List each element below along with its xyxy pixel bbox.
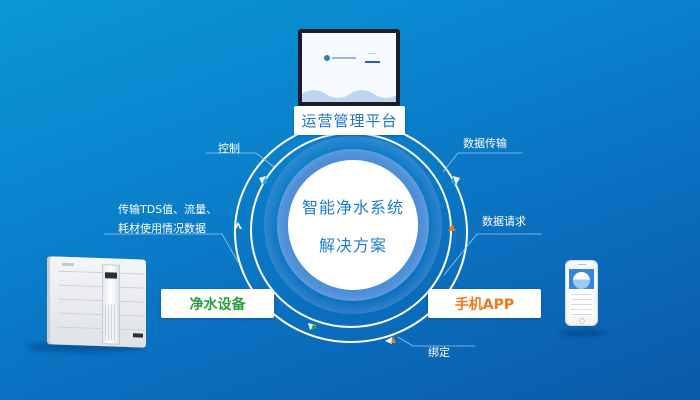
leader-request <box>443 233 542 276</box>
center-title-line2: 解决方案 <box>318 236 387 255</box>
app-list-row <box>571 304 592 305</box>
platform-brand-bar <box>332 57 356 59</box>
purifier-stripe <box>58 326 144 331</box>
node-mobile-app-label: 手机APP <box>454 296 515 313</box>
wave-decoration <box>302 90 396 102</box>
purifier-badge-icon <box>133 333 143 338</box>
node-mobile-app: 手机APP <box>428 289 541 318</box>
phone-speaker-icon <box>578 264 586 265</box>
arrow-tds-icon <box>234 222 242 229</box>
monitor-bezel <box>298 29 400 107</box>
node-water-purifier-label: 净水设备 <box>189 296 246 313</box>
purifier-stripe <box>58 284 144 289</box>
leader-tds <box>104 233 239 263</box>
leader-bind <box>397 336 475 347</box>
monitor-screen <box>302 33 396 102</box>
purifier-grille <box>105 304 117 341</box>
water-gauge-icon <box>573 272 590 289</box>
platform-logo-icon <box>324 55 330 61</box>
purifier-stripe <box>58 312 144 317</box>
annotation-bind: 绑定 <box>428 346 450 359</box>
node-operations-platform-label: 运营管理平台 <box>301 112 398 130</box>
center-title-line1: 智能净水系统 <box>301 198 404 217</box>
arrow-transfer-icon <box>451 176 460 185</box>
purifier-brand-icon <box>62 262 74 267</box>
arrow-control-icon <box>259 176 267 184</box>
arrow-request-icon <box>448 224 456 231</box>
login-button-bar <box>365 61 380 63</box>
node-water-purifier: 净水设备 <box>161 289 274 318</box>
annotation-data-request: 数据请求 <box>482 215 526 228</box>
purifier-display-icon <box>105 272 117 279</box>
app-list-row <box>571 314 592 315</box>
annotation-control: 控制 <box>218 142 240 155</box>
purifier-shadow <box>26 342 146 352</box>
inner-loop <box>250 132 452 328</box>
water-purifier-illustration <box>26 256 148 352</box>
purifier-stripe <box>58 270 144 275</box>
purifier-body <box>50 256 146 348</box>
annotation-data-transfer: 数据传输 <box>463 137 507 150</box>
login-label-bar <box>368 53 376 54</box>
phone-shadow <box>560 330 606 336</box>
arrow-device-to-app-icon <box>308 323 318 330</box>
center-disc: 智能净水系统 解决方案 <box>288 160 418 290</box>
app-list-row <box>571 309 592 310</box>
app-list-row <box>571 294 592 295</box>
annotation-tds-line2: 耗材使用情况数据 <box>118 222 206 235</box>
arrow-bind-icon <box>385 336 396 344</box>
leader-transfer <box>442 152 522 173</box>
phone-screen <box>569 269 594 316</box>
purifier-stripe <box>58 298 144 303</box>
leader-control <box>206 152 275 168</box>
phone-home-button-icon <box>579 318 585 324</box>
smartphone-illustration <box>565 260 598 326</box>
app-list-row <box>571 299 592 300</box>
node-operations-platform: 运营管理平台 <box>294 106 405 135</box>
annotation-tds-line1: 传输TDS值、流量、 <box>118 203 218 216</box>
